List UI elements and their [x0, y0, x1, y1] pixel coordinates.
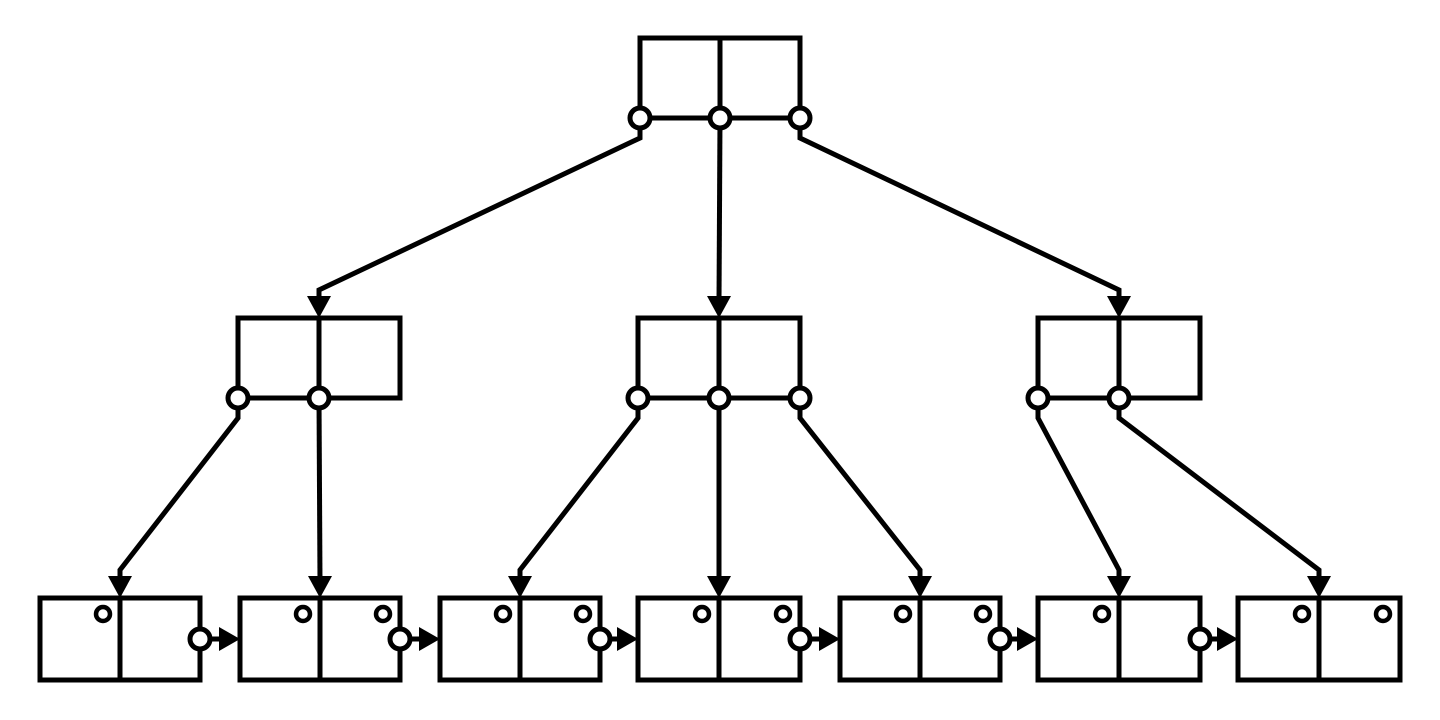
next-leaf-pointer-icon-leaf-17 [787, 626, 813, 652]
arrowhead-icon-leaf-1 [108, 576, 132, 598]
arrowhead-icon-int-17 [707, 296, 731, 318]
record-pointer-icon-leaf-5-0 [293, 604, 313, 624]
next-leaf-pointer-icon-leaf-21 [987, 626, 1013, 652]
record-pointer-icon-leaf-5-1 [373, 604, 393, 624]
child-pointer-icon-int-29-1 [1106, 385, 1132, 411]
arrowhead-icon-leaf-25-next [1217, 627, 1238, 651]
record-pointer-icon-leaf-25-0 [1092, 604, 1112, 624]
child-pointer-icon-root-2 [787, 105, 813, 131]
arrowhead-icon-leaf-13-next [617, 627, 638, 651]
arrowhead-icon-leaf-5 [308, 576, 332, 598]
record-pointer-icon-leaf-21-1 [973, 604, 993, 624]
arrowhead-icon-leaf-17 [707, 576, 731, 598]
child-pointer-arrow-int-29-to-leaf-25 [1035, 398, 1122, 582]
arrowhead-icon-leaf-21 [908, 576, 932, 598]
next-leaf-pointer-icon-leaf-1 [187, 626, 213, 652]
child-pointer-icon-int-5-1 [306, 385, 332, 411]
record-pointer-icon-leaf-29-0 [1292, 604, 1312, 624]
child-pointer-arrow-int-17-to-leaf-13 [517, 398, 641, 582]
child-pointer-icon-int-5-0 [225, 385, 251, 411]
next-leaf-pointer-icon-leaf-5 [387, 626, 413, 652]
record-pointer-icon-leaf-1-0 [93, 604, 113, 624]
arrowhead-icon-leaf-29 [1307, 576, 1331, 598]
record-pointer-icon-leaf-17-0 [692, 604, 712, 624]
child-pointer-icon-int-17-2 [787, 385, 813, 411]
record-pointer-icon-leaf-13-0 [493, 604, 513, 624]
arrowhead-icon-int-29 [1107, 296, 1131, 318]
child-pointer-arrow-int-5-to-leaf-1 [117, 398, 241, 582]
record-pointer-icon-leaf-29-1 [1373, 604, 1393, 624]
child-pointer-arrow-int-17-to-leaf-21 [797, 398, 923, 582]
child-pointer-arrow-root-to-int-5 [316, 118, 643, 302]
child-pointer-icon-int-29-0 [1025, 385, 1051, 411]
arrowhead-icon-leaf-17-next [819, 627, 840, 651]
child-pointer-icon-int-17-0 [625, 385, 651, 411]
arrowhead-icon-leaf-21-next [1017, 627, 1038, 651]
arrowhead-icon-leaf-5-next [419, 627, 440, 651]
next-leaf-pointer-icon-leaf-25 [1187, 626, 1213, 652]
child-pointer-icon-int-17-1 [706, 385, 732, 411]
child-pointer-icon-root-1 [707, 105, 733, 131]
child-pointer-icon-root-0 [627, 105, 653, 131]
child-pointer-arrow-int-29-to-leaf-29 [1116, 398, 1322, 582]
child-pointer-arrow-root-to-int-29 [797, 118, 1122, 302]
arrowhead-icon-int-5 [307, 296, 331, 318]
arrowhead-icon-leaf-13 [508, 576, 532, 598]
next-leaf-pointer-icon-leaf-13 [587, 626, 613, 652]
arrowhead-icon-leaf-25 [1107, 576, 1131, 598]
child-pointer-arrow-int-5-to-leaf-5 [316, 397, 323, 583]
child-pointer-arrow-root-to-int-17 [716, 117, 723, 303]
record-pointer-icon-leaf-13-1 [573, 604, 593, 624]
record-pointer-icon-leaf-21-0 [893, 604, 913, 624]
record-pointer-icon-leaf-17-1 [773, 604, 793, 624]
arrowhead-icon-leaf-1-next [219, 627, 240, 651]
